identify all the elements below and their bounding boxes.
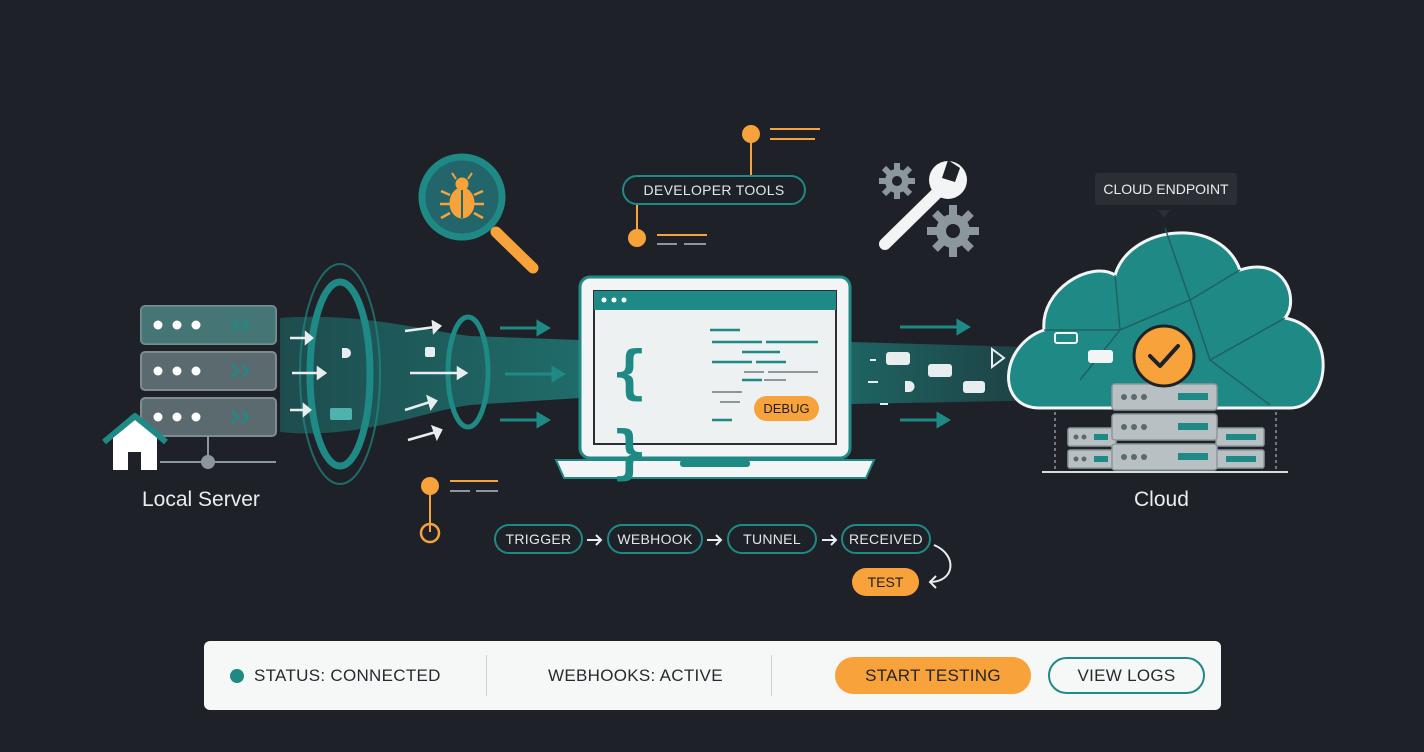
start-testing-button[interactable]: START TESTING bbox=[835, 657, 1031, 694]
flow-step-trigger: TRIGGER bbox=[494, 524, 583, 554]
status-text: STATUS: CONNECTED bbox=[254, 665, 441, 685]
webhooks-status: WEBHOOKS: ACTIVE bbox=[548, 665, 723, 685]
code-braces-icon: { } bbox=[612, 338, 647, 486]
connector-lines bbox=[419, 125, 820, 544]
local-server-icon bbox=[140, 305, 277, 469]
cloud-icon bbox=[1007, 210, 1325, 410]
flow-step-received: RECEIVED bbox=[841, 524, 931, 554]
divider bbox=[771, 655, 772, 696]
tunnel-beam-left bbox=[280, 263, 580, 485]
checkmark-icon bbox=[1132, 324, 1196, 388]
divider bbox=[486, 655, 487, 696]
flow-arrows bbox=[587, 534, 952, 589]
flow-step-webhook: WEBHOOK bbox=[607, 524, 703, 554]
home-icon bbox=[102, 413, 168, 470]
laptop-icon bbox=[554, 275, 876, 479]
magnifier-icon bbox=[418, 153, 539, 274]
debug-badge: DEBUG bbox=[754, 396, 819, 421]
cloud-label: Cloud bbox=[1134, 488, 1189, 511]
bug-icon bbox=[440, 172, 484, 220]
developer-tools-badge: DEVELOPER TOOLS bbox=[622, 175, 806, 205]
server-icon bbox=[1042, 383, 1288, 473]
local-server-label: Local Server bbox=[142, 488, 260, 511]
gear-icon bbox=[879, 163, 979, 257]
flow-step-tunnel: TUNNEL bbox=[727, 524, 817, 554]
wrench-icon bbox=[879, 160, 967, 250]
connection-status: STATUS: CONNECTED bbox=[230, 641, 441, 710]
cloud-endpoint-badge: CLOUD ENDPOINT bbox=[1095, 173, 1237, 205]
view-logs-button[interactable]: VIEW LOGS bbox=[1048, 657, 1205, 694]
status-bar: STATUS: CONNECTED WEBHOOKS: ACTIVE START… bbox=[204, 641, 1221, 710]
status-indicator-dot bbox=[230, 668, 244, 683]
flow-step-test: TEST bbox=[852, 568, 919, 596]
